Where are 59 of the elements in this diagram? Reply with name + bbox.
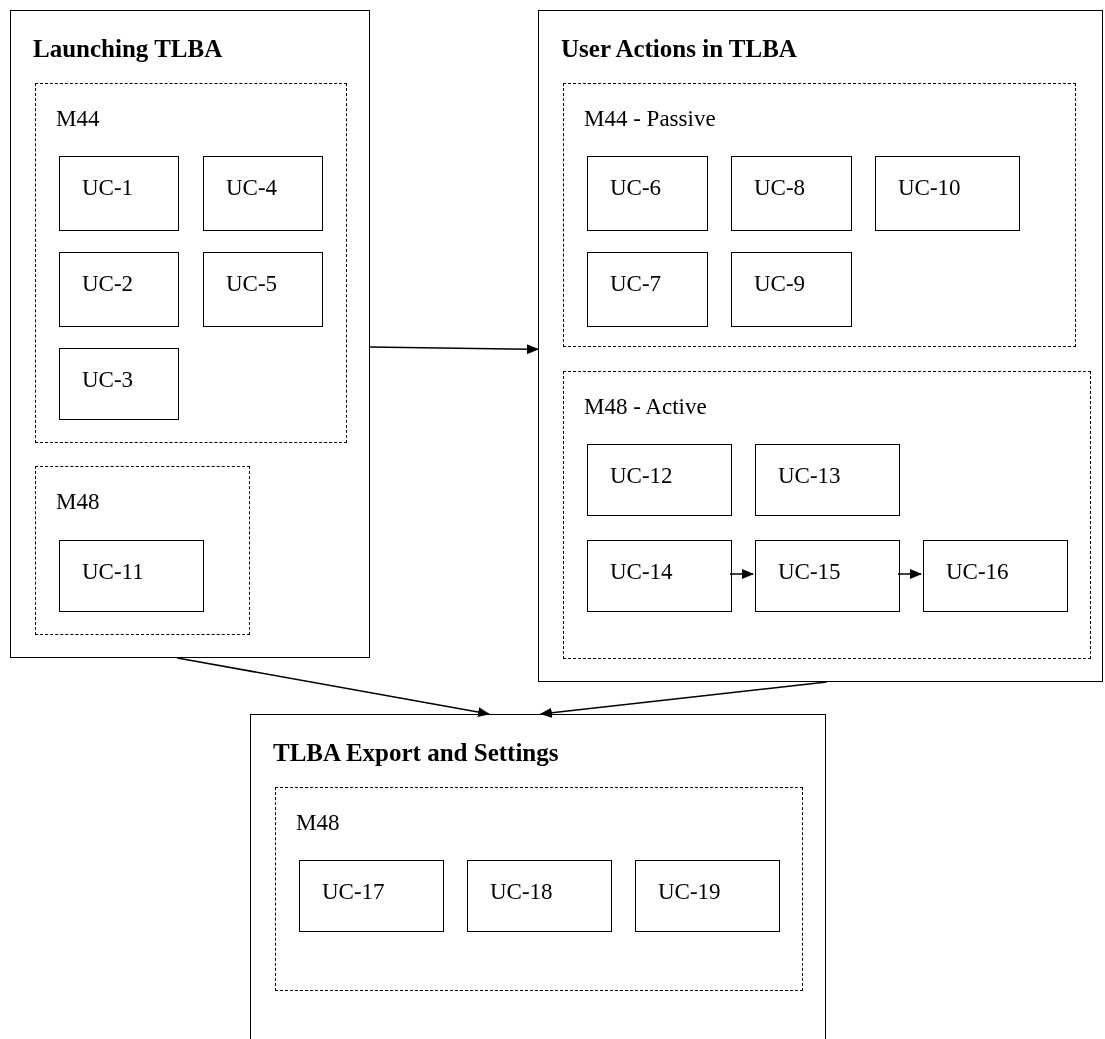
use-case-label: UC-6 — [610, 175, 662, 201]
use-case-box — [203, 252, 323, 327]
diagram-frame — [538, 10, 1103, 682]
arrow — [176, 657, 490, 717]
frame-title: User Actions in TLBA — [561, 35, 797, 63]
module-group — [563, 83, 1076, 347]
use-case-box — [731, 252, 852, 327]
use-case-label: UC-13 — [778, 463, 841, 489]
use-case-label: UC-4 — [226, 175, 278, 201]
diagram-frame — [10, 10, 370, 658]
module-group — [275, 787, 803, 991]
use-case-box — [635, 860, 780, 932]
module-group — [35, 466, 250, 635]
group-label: M48 - Active — [584, 394, 707, 420]
use-case-box — [59, 348, 179, 420]
group-label: M44 — [56, 106, 100, 132]
use-case-label: UC-19 — [658, 879, 721, 905]
use-case-box — [923, 540, 1068, 612]
use-case-box — [587, 156, 708, 231]
diagram-frame — [250, 714, 826, 1039]
frame-title: TLBA Export and Settings — [273, 739, 559, 767]
use-case-box — [731, 156, 852, 231]
use-case-box — [587, 252, 708, 327]
arrow — [369, 344, 539, 355]
use-case-label: UC-3 — [82, 367, 134, 393]
use-case-label: UC-12 — [610, 463, 673, 489]
arrow — [729, 569, 754, 579]
use-case-box — [587, 444, 732, 516]
use-case-label: UC-7 — [610, 271, 662, 297]
use-case-box — [587, 540, 732, 612]
arrow — [539, 681, 828, 718]
use-case-box — [59, 156, 179, 231]
use-case-box — [755, 540, 900, 612]
frame-title: Launching TLBA — [33, 35, 223, 63]
use-case-label: UC-11 — [82, 559, 144, 585]
module-group — [35, 83, 347, 443]
use-case-label: UC-5 — [226, 271, 278, 297]
use-case-label: UC-14 — [610, 559, 673, 585]
use-case-box — [203, 156, 323, 231]
use-case-box — [59, 540, 204, 612]
use-case-label: UC-10 — [898, 175, 961, 201]
use-case-label: UC-9 — [754, 271, 806, 297]
use-case-label: UC-2 — [82, 271, 134, 297]
group-label: M48 — [56, 489, 100, 515]
use-case-box — [755, 444, 900, 516]
group-label: M44 - Passive — [584, 106, 716, 132]
use-case-label: UC-1 — [82, 175, 134, 201]
use-case-label: UC-17 — [322, 879, 385, 905]
arrow — [897, 569, 922, 579]
use-case-label: UC-8 — [754, 175, 806, 201]
use-case-label: UC-18 — [490, 879, 553, 905]
use-case-box — [59, 252, 179, 327]
use-case-box — [299, 860, 444, 932]
use-case-label: UC-15 — [778, 559, 841, 585]
use-case-box — [875, 156, 1020, 231]
group-label: M48 — [296, 810, 340, 836]
use-case-box — [467, 860, 612, 932]
module-group — [563, 371, 1091, 659]
use-case-label: UC-16 — [946, 559, 1009, 585]
